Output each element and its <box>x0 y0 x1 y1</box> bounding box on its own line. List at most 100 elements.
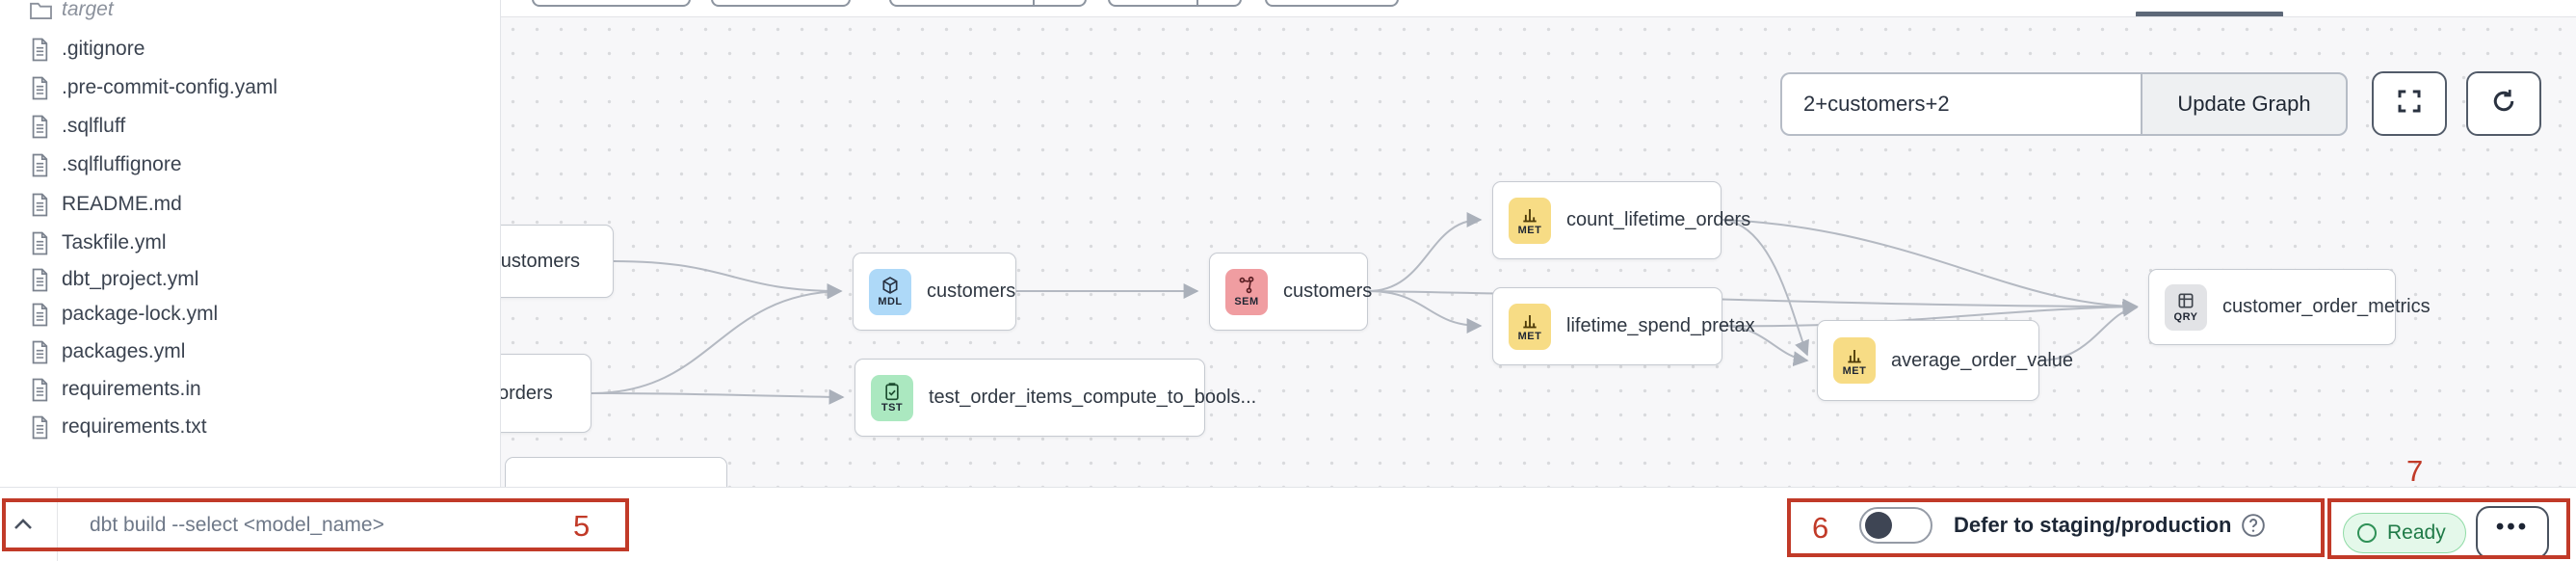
lineage-toolbar <box>501 0 2576 17</box>
node-label: customers <box>927 280 1016 302</box>
node-customers_sem[interactable]: SEM customers <box>1209 253 1372 331</box>
node-count_lifetime_orders[interactable]: MET count_lifetime_orders <box>1492 181 1750 259</box>
sidebar-item-label: requirements.in <box>62 378 201 400</box>
sidebar-item-requirements-in[interactable]: requirements.in <box>0 372 500 407</box>
sidebar-item-label: package-lock.yml <box>62 303 219 325</box>
sidebar-item-label: .gitignore <box>62 38 145 60</box>
selector-input[interactable]: 2+customers+2 <box>1780 72 2141 136</box>
edge-customers_sem-to-lifetime_spend_pretax <box>1367 290 1483 334</box>
sidebar-item-label: requirements.txt <box>62 415 207 438</box>
semantic-icon: SEM <box>1225 268 1268 315</box>
sidebar-item-label: dbt_project.yml <box>62 268 199 290</box>
file-icon <box>29 113 54 140</box>
file-icon <box>29 36 54 63</box>
sidebar-item-dbt-project-yml[interactable]: dbt_project.yml <box>0 262 500 297</box>
update-graph-button[interactable]: Update Graph <box>2141 72 2348 136</box>
overflow-menu-button[interactable]: ••• <box>2476 506 2549 559</box>
graph-selector-group: 2+customers+2 Update Graph <box>1780 72 2348 136</box>
command-bar: dbt build --select <model_name> Defer to… <box>0 487 2576 561</box>
file-icon <box>29 376 54 403</box>
toggle-knob <box>1865 511 1892 539</box>
folder-icon <box>29 0 54 23</box>
status-badge[interactable]: Ready <box>2343 513 2466 553</box>
badge-type-label: TST <box>881 402 904 414</box>
sidebar-item-taskfile-yml[interactable]: Taskfile.yml <box>0 226 500 260</box>
sidebar-item--sqlfluff[interactable]: .sqlfluff <box>0 109 500 144</box>
toolbar-button-cutoff[interactable] <box>1108 0 1242 7</box>
file-icon <box>29 338 54 365</box>
node-test_order_items[interactable]: TST test_order_items_compute_to_bools... <box>854 359 1256 437</box>
partial-node-card[interactable] <box>505 457 727 487</box>
badge-type-label: MET <box>1517 225 1542 236</box>
file-icon <box>29 229 54 256</box>
node-orders[interactable]: MDLorders <box>501 354 591 433</box>
help-icon[interactable] <box>2241 513 2266 538</box>
file-icon <box>29 191 54 218</box>
node-lifetime_spend_pretax[interactable]: MET lifetime_spend_pretax <box>1492 287 1755 365</box>
refresh-icon <box>2489 87 2518 120</box>
edge-customers_sem-to-count_lifetime_orders <box>1367 212 1483 292</box>
file-icon <box>29 151 54 178</box>
refresh-button[interactable] <box>2466 71 2541 136</box>
divider <box>1033 0 1035 5</box>
test-icon: TST <box>871 374 913 421</box>
node-label: count_lifetime_orders <box>1566 209 1751 230</box>
command-input[interactable]: dbt build --select <model_name> <box>90 513 384 536</box>
lineage-canvas[interactable]: 2+customers+2 Update Graph MDLstg_custom… <box>501 17 2576 487</box>
sidebar-item-readme-md[interactable]: README.md <box>0 187 500 222</box>
defer-label: Defer to staging/production <box>1954 512 2232 537</box>
node-label: lifetime_spend_pretax <box>1566 315 1755 336</box>
sidebar-item--pre-commit-config-yaml[interactable]: .pre-commit-config.yaml <box>0 70 500 105</box>
edge-lifetime_spend_pretax-to-customer_order_metrics <box>1722 299 2139 328</box>
cube-icon: MDL <box>869 268 911 315</box>
node-stg_customers[interactable]: MDLstg_customers <box>501 225 614 298</box>
defer-control: Defer to staging/production <box>1859 488 2266 561</box>
sidebar-item-packages-yml[interactable]: packages.yml <box>0 334 500 369</box>
edge-count_lifetime_orders-to-customer_order_metrics <box>1721 219 2139 314</box>
sidebar-item-label: Taskfile.yml <box>62 231 167 254</box>
node-label: test_order_items_compute_to_bools... <box>929 387 1257 408</box>
fullscreen-button[interactable] <box>2372 71 2447 136</box>
sidebar-item-requirements-txt[interactable]: requirements.txt <box>0 410 500 444</box>
sidebar-item-label: .pre-commit-config.yaml <box>62 76 278 98</box>
sidebar-item-label: .sqlfluff <box>62 115 126 137</box>
file-icon <box>29 301 54 328</box>
node-label: average_order_value <box>1891 349 2074 371</box>
chevron-up-icon[interactable] <box>8 509 39 540</box>
toolbar-button-cutoff[interactable] <box>711 0 851 7</box>
sidebar-item-package-lock-yml[interactable]: package-lock.yml <box>0 297 500 332</box>
sidebar-item--sqlfluffignore[interactable]: .sqlfluffignore <box>0 147 500 182</box>
file-icon <box>29 74 54 101</box>
toolbar-button-cutoff[interactable] <box>1265 0 1399 7</box>
sidebar-item-label: target <box>62 0 114 20</box>
defer-toggle[interactable] <box>1859 506 1932 544</box>
sidebar-item-label: packages.yml <box>62 340 186 362</box>
sidebar-item-target[interactable]: target <box>0 0 500 27</box>
status-label: Ready <box>2387 521 2446 544</box>
file-explorer: target .gitignore .pre-commit-config.yaml.… <box>0 0 501 487</box>
status-ring-icon <box>2357 523 2377 543</box>
metric-icon: MET <box>1509 197 1551 244</box>
metric-icon: MET <box>1509 303 1551 350</box>
divider <box>1196 0 1198 5</box>
fullscreen-icon <box>2395 87 2424 120</box>
edge-orders-to-customers_mdl <box>591 283 843 394</box>
sidebar-item-label: README.md <box>62 193 182 215</box>
query-icon: QRY <box>2165 283 2207 331</box>
edge-average_order_value-to-customer_order_metrics <box>2038 301 2139 361</box>
edge-orders-to-test_order_items <box>591 388 845 405</box>
file-icon <box>29 266 54 293</box>
node-customers_mdl[interactable]: MDL customers <box>853 253 1016 331</box>
sidebar-item--gitignore[interactable]: .gitignore <box>0 32 500 67</box>
toolbar-button-cutoff[interactable] <box>889 0 1087 7</box>
file-icon <box>29 414 54 441</box>
active-tab-indicator <box>2136 12 2283 16</box>
toolbar-button-cutoff[interactable] <box>532 0 691 7</box>
divider <box>57 488 58 561</box>
edge-stg_customers-to-customers_mdl <box>613 260 843 299</box>
node-label: customers <box>1283 280 1373 302</box>
node-label: stg_customers <box>501 250 581 272</box>
